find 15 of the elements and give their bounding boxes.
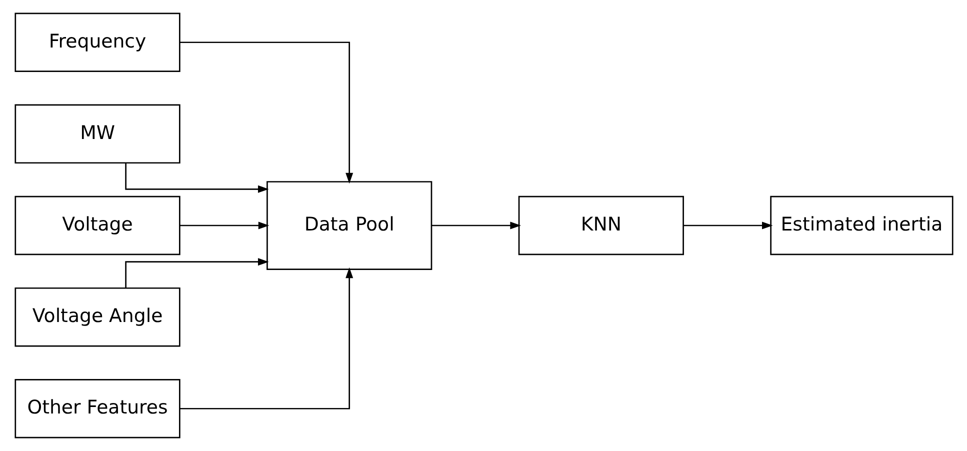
node-box: Voltage Angle: [14, 287, 180, 347]
node-box: Voltage: [14, 196, 180, 256]
arrow: [683, 222, 772, 230]
node-box: Data Pool: [266, 181, 432, 270]
arrow: [179, 222, 269, 230]
arrow: [179, 42, 353, 184]
node-box: Estimated inertia: [770, 196, 953, 256]
arrow: [179, 267, 353, 410]
node-box: MW: [14, 104, 180, 164]
node-box: Other Features: [14, 379, 180, 438]
node-box: KNN: [518, 196, 684, 256]
arrow: [431, 222, 520, 230]
node-box: Frequency: [14, 12, 180, 72]
arrow: [124, 258, 268, 288]
arrow: [124, 163, 268, 193]
